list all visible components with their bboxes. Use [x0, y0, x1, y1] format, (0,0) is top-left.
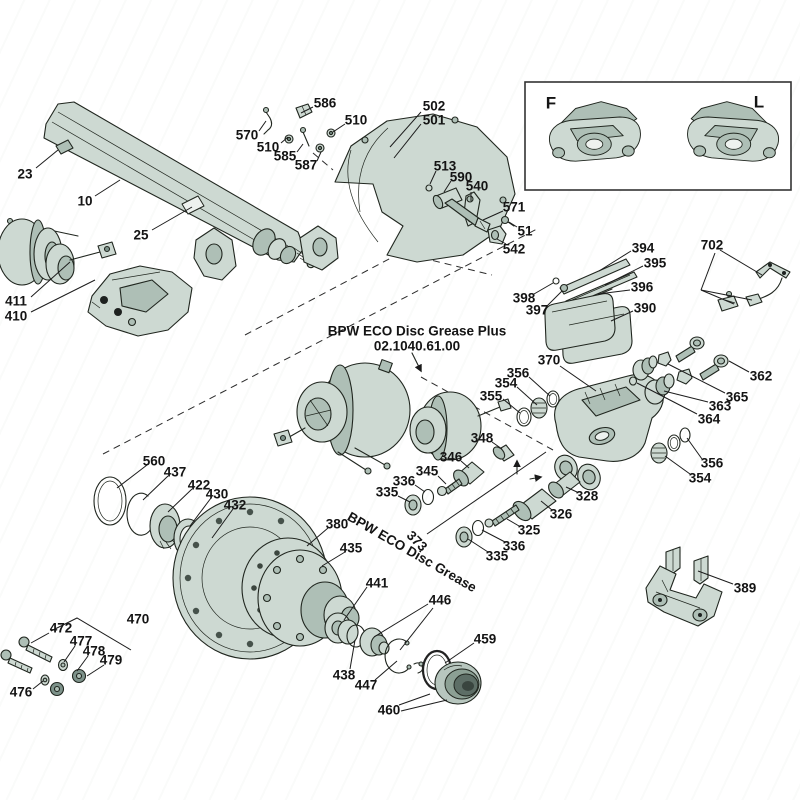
- leader-lines: [30, 106, 763, 712]
- part-label-354b[interactable]: 354: [689, 471, 712, 486]
- part-label-326[interactable]: 326: [550, 507, 573, 522]
- part-label-438[interactable]: 438: [333, 668, 356, 683]
- mounting-bolts: [0, 636, 87, 697]
- part-label-370[interactable]: 370: [538, 353, 561, 368]
- part-label-510b[interactable]: 510: [345, 113, 368, 128]
- part-label-422[interactable]: 422: [188, 478, 211, 493]
- part-label-460[interactable]: 460: [378, 703, 401, 718]
- part-label-540[interactable]: 540: [466, 179, 489, 194]
- part-labels: 23 10 25 586 570 510 585 587 510 502 501…: [5, 96, 773, 718]
- pad-wear-bracket: [645, 546, 723, 627]
- part-label-590[interactable]: 590: [450, 170, 473, 185]
- air-chambers: [273, 359, 512, 475]
- part-label-356b[interactable]: 356: [701, 456, 724, 471]
- grease-note-line1: BPW ECO Disc Grease Plus: [328, 324, 507, 339]
- part-label-585[interactable]: 585: [274, 149, 297, 164]
- part-label-472[interactable]: 472: [50, 621, 73, 636]
- part-label-459[interactable]: 459: [474, 632, 497, 647]
- part-label-336b[interactable]: 336: [503, 539, 526, 554]
- part-label-10[interactable]: 10: [77, 194, 92, 209]
- insert-arrow-right: [529, 474, 543, 482]
- part-label-437[interactable]: 437: [164, 465, 187, 480]
- part-label-702[interactable]: 702: [701, 238, 724, 253]
- part-label-396[interactable]: 396: [631, 280, 654, 295]
- part-label-325[interactable]: 325: [518, 523, 541, 538]
- guide-pin-upper-set: [404, 444, 515, 516]
- part-label-335b[interactable]: 335: [486, 549, 509, 564]
- part-label-346[interactable]: 346: [440, 450, 463, 465]
- part-label-570[interactable]: 570: [236, 128, 259, 143]
- part-label-336a[interactable]: 336: [393, 474, 416, 489]
- part-label-587[interactable]: 587: [295, 158, 318, 173]
- part-label-411[interactable]: 411: [5, 294, 27, 309]
- part-label-560[interactable]: 560: [143, 454, 166, 469]
- part-label-364[interactable]: 364: [698, 412, 721, 427]
- part-label-328[interactable]: 328: [576, 489, 599, 504]
- part-label-389[interactable]: 389: [734, 581, 757, 596]
- inset-front-letter: F: [546, 94, 556, 113]
- part-label-513[interactable]: 513: [434, 159, 457, 174]
- hub-cap: [434, 661, 482, 705]
- part-label-348[interactable]: 348: [471, 431, 494, 446]
- part-label-25[interactable]: 25: [133, 228, 149, 243]
- part-label-395[interactable]: 395: [644, 256, 667, 271]
- part-label-410[interactable]: 410: [5, 309, 28, 324]
- adjuster-parts: [425, 184, 515, 245]
- part-label-478[interactable]: 478: [83, 644, 106, 659]
- part-label-542[interactable]: 542: [503, 242, 526, 257]
- part-label-447[interactable]: 447: [355, 678, 378, 693]
- part-label-501[interactable]: 501: [423, 113, 446, 128]
- axle-spindle: [252, 228, 318, 269]
- part-label-23[interactable]: 23: [17, 167, 33, 182]
- part-label-432[interactable]: 432: [224, 498, 247, 513]
- part-label-430[interactable]: 430: [206, 487, 229, 502]
- caliper-inset-box: F L: [524, 81, 792, 191]
- part-label-397[interactable]: 397: [526, 303, 549, 318]
- part-label-502[interactable]: 502: [423, 99, 446, 114]
- part-label-335a[interactable]: 335: [376, 485, 399, 500]
- part-label-355[interactable]: 355: [480, 389, 503, 404]
- part-label-354a[interactable]: 354: [495, 376, 518, 391]
- axle-nut-parts: [324, 612, 482, 705]
- brake-pads: [544, 293, 633, 364]
- part-label-586[interactable]: 586: [314, 96, 337, 111]
- part-label-435[interactable]: 435: [340, 541, 363, 556]
- brake-caliper: [513, 373, 664, 491]
- guide-pin-lower-set: [455, 471, 581, 548]
- part-label-571[interactable]: 571: [503, 200, 526, 215]
- part-label-470[interactable]: 470: [127, 612, 150, 627]
- part-label-51[interactable]: 51: [517, 224, 533, 239]
- part-label-356a[interactable]: 356: [507, 366, 530, 381]
- part-label-345[interactable]: 345: [416, 464, 439, 479]
- sensor-kit: [717, 261, 791, 312]
- part-label-380[interactable]: 380: [326, 517, 349, 532]
- grease-arrow: [411, 352, 422, 373]
- part-label-398[interactable]: 398: [513, 291, 536, 306]
- part-label-441[interactable]: 441: [366, 576, 389, 591]
- part-label-479[interactable]: 479: [100, 653, 123, 668]
- part-label-510a[interactable]: 510: [257, 140, 280, 155]
- seal-rings-right: [650, 427, 691, 464]
- seal-rings-left: [516, 390, 560, 427]
- guide-boots-and-bolts: [628, 336, 729, 405]
- part-label-477[interactable]: 477: [70, 634, 93, 649]
- part-label-394[interactable]: 394: [632, 241, 655, 256]
- anchor-bracket: [87, 265, 193, 337]
- part-label-363[interactable]: 363: [709, 399, 732, 414]
- grease-note-line2: 02.1040.61.00: [374, 339, 460, 354]
- part-label-476[interactable]: 476: [10, 685, 33, 700]
- axle-beam: [43, 101, 318, 281]
- part-label-365[interactable]: 365: [726, 390, 749, 405]
- part-label-446[interactable]: 446: [429, 593, 452, 608]
- part-label-362[interactable]: 362: [750, 369, 773, 384]
- brake-chamber-left: [0, 217, 117, 286]
- part-label-390[interactable]: 390: [634, 301, 657, 316]
- inset-left-letter: L: [754, 93, 764, 112]
